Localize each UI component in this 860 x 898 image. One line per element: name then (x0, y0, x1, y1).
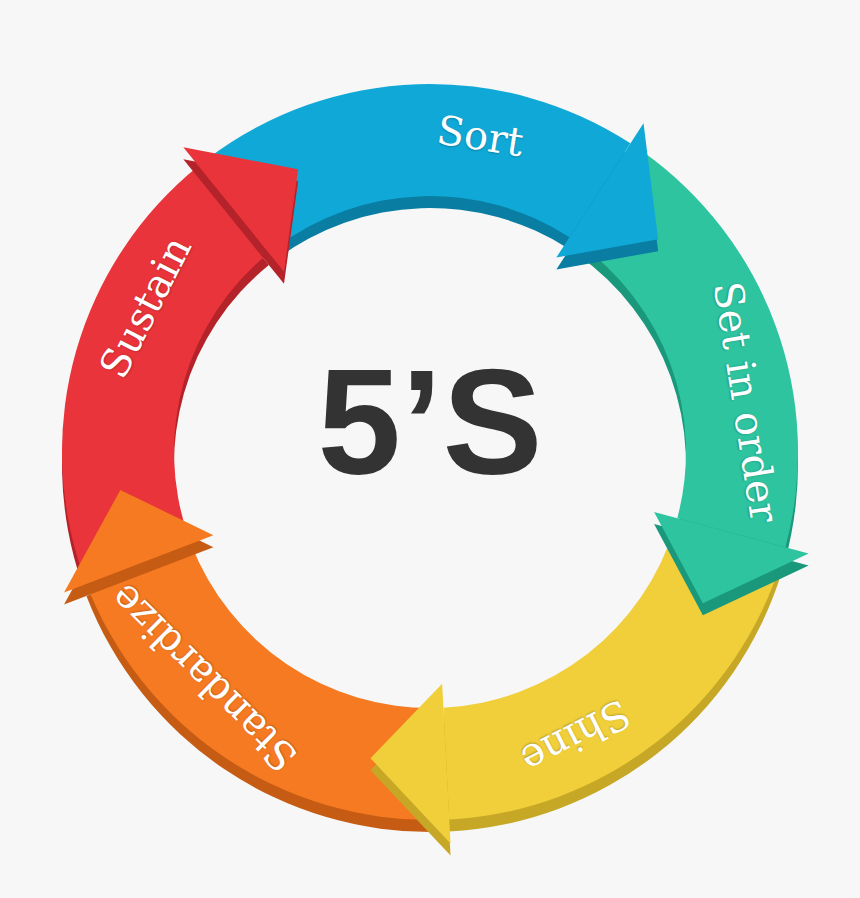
arrowhead (370, 684, 450, 844)
arrow-body (62, 166, 269, 572)
arrowhead (654, 512, 809, 603)
center-title: 5’S (317, 347, 542, 497)
arrowhead (556, 123, 658, 257)
arrowhead (64, 490, 213, 592)
arrowhead (183, 147, 298, 271)
